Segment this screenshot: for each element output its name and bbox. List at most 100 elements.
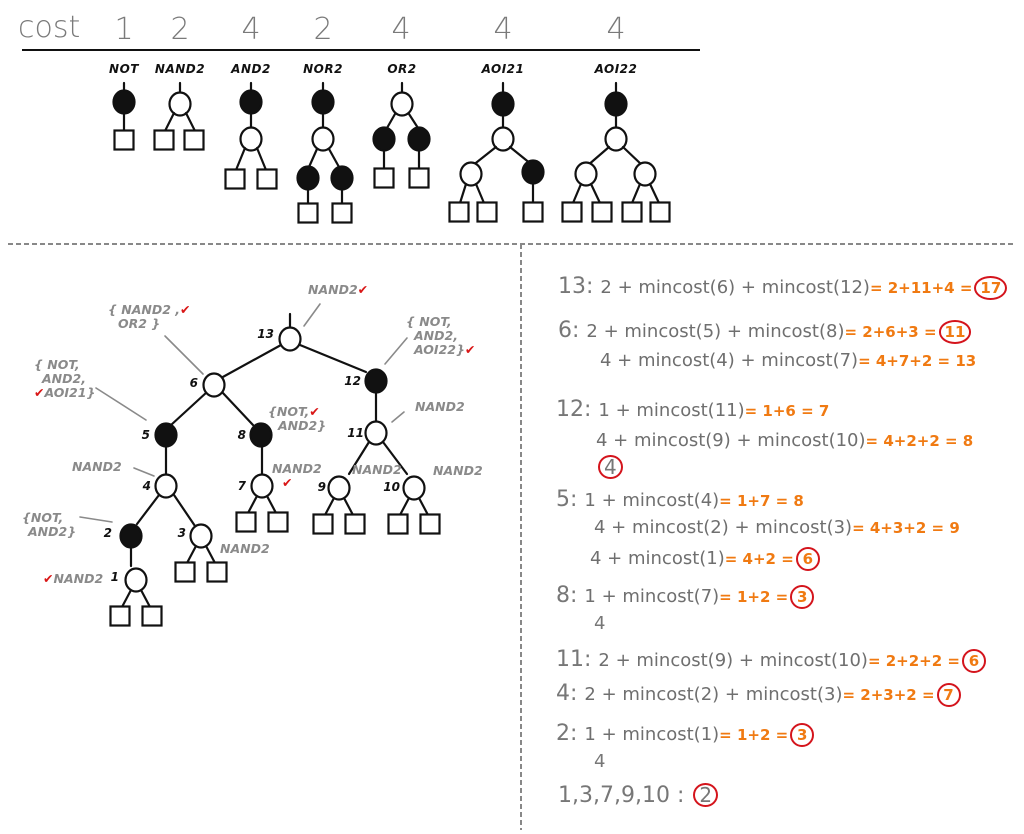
annotation-line: { NOT,: [406, 314, 452, 329]
equation-node: 6:: [558, 318, 587, 343]
equation-node: 11:: [556, 647, 599, 672]
gate-cost-nor2: 2: [313, 12, 333, 47]
input-leaf: [408, 167, 430, 189]
equation-expression: 2 + mincost(9) + mincost(10): [598, 650, 868, 671]
node-label-12: 12: [344, 374, 361, 388]
node-label-1: 1: [110, 570, 119, 584]
input-leaf: [206, 561, 228, 583]
annotation-line: AOI22}: [414, 342, 465, 357]
tree-node-7: [250, 473, 274, 499]
equation-row: 12: 1 + mincost(11)= 1+6 = 7: [556, 397, 829, 422]
annotation-node-3: NAND2: [220, 541, 270, 556]
input-leaf: [267, 511, 289, 533]
leaf-edge-10: [398, 496, 411, 517]
tree-node-9: [327, 475, 351, 501]
not-node: [372, 126, 396, 152]
tree-node-1: [124, 567, 148, 593]
leader-11: [391, 411, 405, 423]
gate-patterns: [112, 81, 671, 224]
edge: [630, 182, 642, 205]
annotation-node-12: { NOT, AND2, AOI22}✔: [406, 315, 475, 357]
node-label-4: 4: [142, 479, 151, 493]
node-label-6: 6: [189, 376, 198, 390]
leaf-edge-9: [342, 496, 355, 517]
edge-13-6: [219, 343, 283, 380]
gate-name-or2: OR2: [387, 62, 417, 76]
input-leaf: [174, 561, 196, 583]
gate-cost-nand2: 2: [170, 12, 190, 47]
node-label-13: 13: [257, 327, 274, 341]
edge-11-10: [381, 440, 409, 476]
input-leaf: [312, 513, 334, 535]
input-leaf: [344, 513, 366, 535]
equation-row: 4: 2 + mincost(2) + mincost(3)= 2+3+2 =7: [556, 681, 961, 707]
equation-expression: 4 + mincost(4) + mincost(7): [600, 350, 859, 371]
input-leaf: [522, 201, 544, 223]
annotation-text: NAND2: [308, 282, 358, 297]
check-icon: ✔: [309, 404, 320, 419]
annotation-line: AND2}: [278, 418, 327, 433]
tree-node-2: [119, 523, 143, 549]
circled-min-cost: 3: [790, 723, 815, 747]
gate-cost-and2: 4: [241, 12, 261, 47]
edge-6-8: [220, 390, 255, 427]
input-leaf: [256, 168, 278, 190]
tree-node-8: [249, 422, 273, 448]
tree-node-5: [154, 422, 178, 448]
circled-min-cost: 4: [598, 455, 623, 479]
leader-6: [164, 335, 204, 375]
annotation-text: NAND2: [272, 461, 322, 476]
equation-arithmetic: = 2+11+4 =: [869, 279, 973, 297]
edge: [163, 111, 176, 133]
edge: [184, 111, 197, 133]
node-label-10: 10: [383, 480, 400, 494]
leaf-edge-7: [265, 494, 278, 515]
equation-arithmetic: = 4+3+2 = 9: [852, 519, 960, 537]
equation-expression: 4: [594, 751, 606, 772]
equation-expression: 2 + mincost(2) + mincost(3): [584, 684, 843, 705]
annotation-text: NAND2: [53, 571, 104, 586]
equation-expression: 4 + mincost(9) + mincost(10): [596, 430, 866, 451]
node-label-2: 2: [103, 526, 112, 540]
node-label-3: 3: [177, 526, 186, 540]
gate-name-aoi22: AOI22: [594, 62, 638, 76]
equation-arithmetic: = 2+6+3 =: [844, 323, 937, 341]
gate-name-not: NOT: [109, 62, 139, 76]
equation-node: 2:: [556, 721, 585, 746]
edge: [648, 182, 661, 205]
input-leaf: [109, 605, 131, 627]
not-node: [296, 165, 320, 191]
annotation-node-11: NAND2: [415, 399, 465, 414]
input-leaf: [476, 201, 498, 223]
nand-node: [574, 161, 598, 187]
circled-min-cost: 11: [938, 320, 972, 344]
equation-row: 4: [596, 455, 623, 479]
equation-node: 13:: [558, 274, 601, 299]
equation-arithmetic: = 1+6 = 7: [744, 402, 830, 420]
leader-13: [303, 303, 321, 327]
edge: [327, 147, 341, 169]
annotation-node-8: {NOT,✔ AND2}: [268, 405, 326, 433]
equation-expression: 4 + mincost(1): [590, 548, 725, 569]
input-leaf: [419, 513, 441, 535]
annotation-line: AND2,: [414, 328, 458, 343]
subject-tree: [79, 303, 441, 627]
nand-node: [239, 126, 263, 152]
equation-node: 8:: [556, 583, 585, 608]
annotation-node-10: NAND2: [433, 463, 483, 478]
annotation-node-7: NAND2 ✔: [272, 462, 322, 490]
equation-row: 11: 2 + mincost(9) + mincost(10)= 2+2+2 …: [556, 647, 986, 673]
equation-arithmetic: = 1+2 =: [719, 588, 789, 606]
equation-node: 12:: [556, 397, 599, 422]
equation-arithmetic: = 4+7+2 = 13: [858, 352, 977, 370]
equation-expression: 1 + mincost(1): [584, 724, 720, 745]
equation-row: 6: 2 + mincost(5) + mincost(8)= 2+6+3 =1…: [558, 318, 972, 344]
nand-node: [491, 126, 515, 152]
annotation-line: { NOT,: [34, 357, 80, 372]
node-label-9: 9: [317, 480, 326, 494]
equation-row: 8: 1 + mincost(7)= 1+2 =3: [556, 583, 815, 609]
input-leaf: [448, 201, 470, 223]
circled-min-cost: 2: [693, 783, 719, 807]
input-leaf: [183, 129, 205, 151]
